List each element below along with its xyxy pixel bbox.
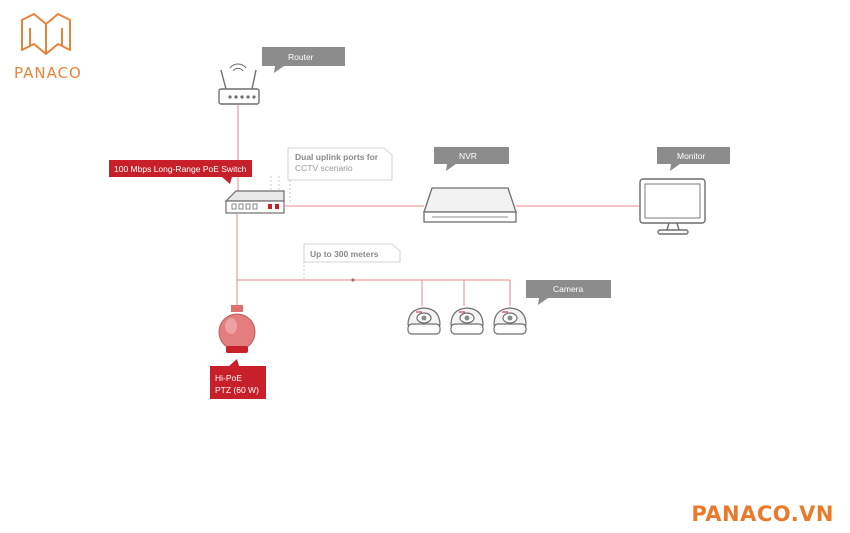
uplink-note-line2: CCTV scenario <box>295 163 353 173</box>
camera-callout: Camera <box>526 280 611 305</box>
uplink-note-line1: Dual uplink ports for <box>295 152 379 162</box>
nvr-callout: NVR <box>434 147 509 171</box>
switch-label: 100 Mbps Long-Range PoE Switch <box>114 164 247 174</box>
monitor-label: Monitor <box>677 151 706 161</box>
dome-camera-icon <box>450 307 484 335</box>
ptz-label-line1: Hi-PoE <box>215 373 242 383</box>
distance-label: Up to 300 meters <box>310 249 379 259</box>
router-callout: Router <box>262 47 345 73</box>
router-label: Router <box>288 52 314 62</box>
nvr-icon <box>423 187 517 223</box>
footer-brand[interactable]: PANACO.VN <box>691 502 834 526</box>
monitor-callout: Monitor <box>657 147 730 171</box>
poe-switch-icon <box>224 190 285 214</box>
dome-camera-icon <box>407 307 441 335</box>
junction-dot <box>351 278 355 282</box>
nvr-label: NVR <box>459 151 477 161</box>
camera-label: Camera <box>553 284 584 294</box>
ptz-callout: Hi-PoE PTZ (60 W) <box>210 359 266 399</box>
uplink-note: Dual uplink ports for CCTV scenario <box>287 147 393 181</box>
ptz-camera-icon <box>218 305 256 353</box>
ptz-label-line2: PTZ (60 W) <box>215 385 259 395</box>
monitor-icon <box>639 178 706 235</box>
distance-note: Up to 300 meters <box>303 243 401 263</box>
connection-lines <box>236 105 640 306</box>
book-logo-icon <box>21 13 71 55</box>
switch-callout: 100 Mbps Long-Range PoE Switch <box>109 160 252 184</box>
dome-camera-icon <box>493 307 527 335</box>
router-icon <box>218 63 260 105</box>
logo-text: PANACO <box>14 64 82 82</box>
